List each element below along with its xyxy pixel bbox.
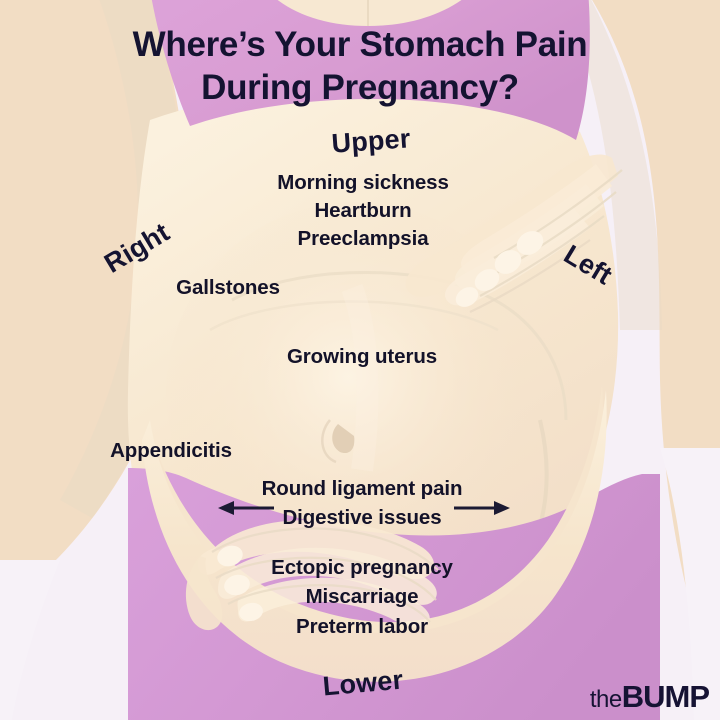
condition-preeclampsia: Preeclampsia bbox=[297, 227, 429, 250]
garment-top bbox=[151, 0, 590, 140]
edge-gap-left bbox=[0, 560, 60, 720]
condition-appendicitis: Appendicitis bbox=[110, 439, 232, 462]
condition-preterm-labor: Preterm labor bbox=[295, 615, 429, 638]
brand-logo-bump: BUMP bbox=[621, 679, 710, 714]
region-label-upper: Upper bbox=[330, 123, 412, 159]
region-label-lower: Lower bbox=[321, 664, 405, 702]
edge-gap-right bbox=[660, 448, 720, 720]
condition-heartburn: Heartburn bbox=[314, 199, 412, 222]
page-title: Where’s Your Stomach Pain During Pregnan… bbox=[50, 24, 670, 109]
condition-ectopic-pregnancy: Ectopic pregnancy bbox=[271, 556, 453, 579]
belly-highlight bbox=[341, 284, 379, 472]
condition-gallstones: Gallstones bbox=[176, 276, 280, 299]
title-line-1: Where’s Your Stomach Pain bbox=[132, 25, 588, 64]
right-hand bbox=[405, 154, 623, 313]
condition-growing-uterus: Growing uterus bbox=[286, 345, 438, 368]
arrow-left-icon bbox=[218, 501, 274, 515]
condition-miscarriage: Miscarriage bbox=[305, 585, 419, 608]
condition-morning-sickness: Morning sickness bbox=[277, 171, 449, 194]
arrow-right-icon bbox=[454, 501, 510, 515]
title-line-2: During Pregnancy? bbox=[201, 67, 519, 107]
condition-digestive-issues: Digestive issues bbox=[282, 506, 442, 529]
left-hand bbox=[185, 520, 439, 631]
brand-logo-the: the bbox=[589, 686, 622, 713]
navel-shadow bbox=[321, 419, 337, 464]
chest-skin bbox=[277, 0, 462, 26]
belly-contour-upper-2 bbox=[209, 300, 499, 332]
navel bbox=[332, 424, 355, 454]
condition-round-ligament-pain: Round ligament pain bbox=[261, 477, 463, 500]
